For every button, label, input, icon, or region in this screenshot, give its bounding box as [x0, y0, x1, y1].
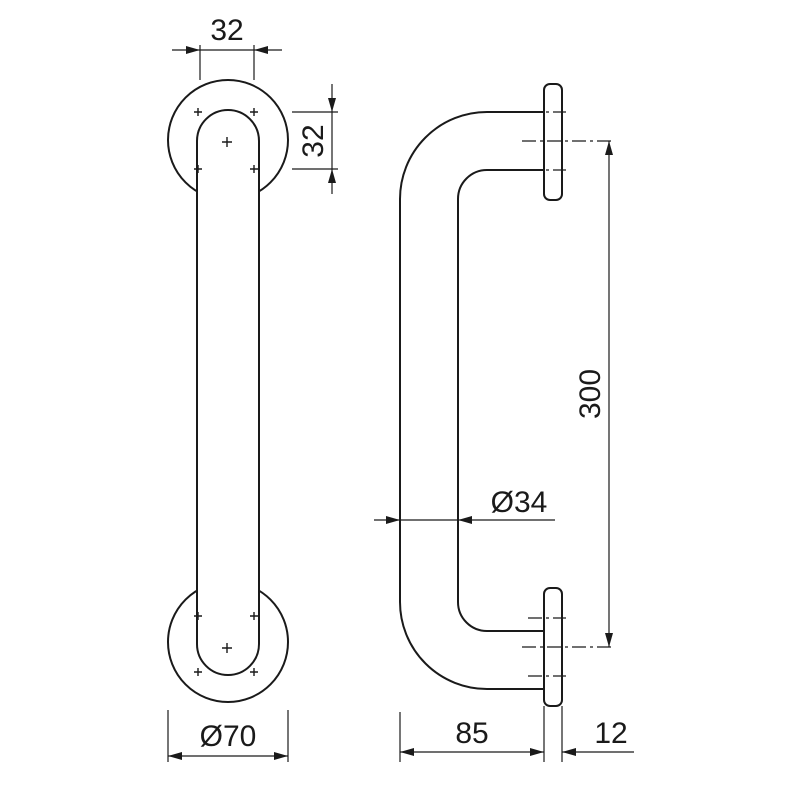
bottom-screw-marks — [194, 612, 258, 676]
front-view: 32 32 Ø70 — [167, 14, 338, 762]
dim-rose-thickness: 12 — [562, 717, 634, 756]
side-view: 300 Ø34 85 12 — [374, 83, 634, 762]
dim-rose-diameter: Ø70 — [167, 710, 289, 762]
dim-rose-diameter-label: Ø70 — [200, 720, 257, 753]
dim-tube-diameter-label: Ø34 — [491, 486, 548, 519]
dim-tube-diameter: Ø34 — [374, 486, 555, 524]
bar-front — [196, 109, 260, 676]
screw-lines — [522, 111, 614, 677]
dim-rose-thickness-label: 12 — [594, 717, 627, 750]
bar-side — [399, 111, 545, 690]
top-rose-plate — [543, 83, 563, 201]
dim-center-distance: 300 — [574, 141, 613, 647]
dim-projection-label: 85 — [455, 717, 488, 750]
dim-hole-height: 32 — [292, 84, 338, 194]
dim-center-distance-label: 300 — [574, 369, 607, 419]
dim-projection: 85 — [399, 706, 563, 762]
dim-hole-width: 32 — [172, 14, 282, 80]
dim-hole-height-label: 32 — [297, 124, 330, 157]
dim-hole-width-label: 32 — [210, 14, 243, 47]
top-screw-marks — [194, 108, 258, 173]
